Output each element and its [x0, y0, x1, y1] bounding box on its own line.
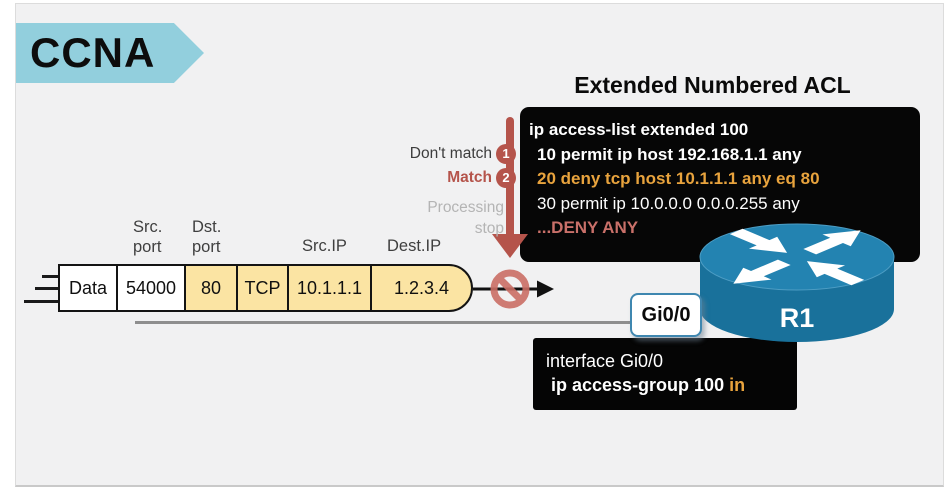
dont-match-label: Don't match — [409, 145, 492, 162]
packet-cell-src-ip: 10.1.1.1 — [287, 264, 372, 312]
acl-line-3: 20 deny tcp host 10.1.1.1 any eq 80 — [537, 169, 820, 188]
packet-tail-line — [24, 300, 60, 303]
packet-cell-data: Data — [58, 264, 118, 312]
packet-cell-dest-ip: 1.2.3.4 — [370, 264, 473, 312]
interface-config-box: interface Gi0/0 ip access-group 100 in — [533, 338, 797, 410]
packet-diagram: Data 54000 80 TCP 10.1.1.1 1.2.3.4 — [58, 264, 473, 312]
router-name-label: R1 — [780, 303, 815, 333]
network-link-line — [135, 321, 662, 324]
packet-cell-src-port: 54000 — [116, 264, 186, 312]
packet-tail-line — [35, 287, 60, 290]
config-line-2: ip access-group 100 in — [546, 373, 797, 397]
acl-line-2: 10 permit ip host 192.168.1.1 any — [537, 144, 802, 164]
packet-cell-dst-port: 80 — [184, 264, 238, 312]
src-ip-label: Src.IP — [302, 237, 347, 255]
src-port-label-bottom: port — [133, 237, 162, 256]
acl-line-1: ip access-list extended 100 — [529, 120, 749, 139]
dest-ip-label: Dest.IP — [387, 237, 442, 255]
dst-port-label-bottom: port — [192, 237, 221, 256]
processing-label: Processing — [427, 199, 504, 216]
config-line-2-keyword: in — [729, 375, 746, 395]
router-arrows — [729, 228, 865, 286]
dst-port-label-top: Dst. — [192, 218, 222, 236]
packet-tail-line — [42, 275, 60, 278]
config-line-1: interface Gi0/0 — [546, 351, 664, 371]
processing-stop-label: stop — [474, 220, 504, 237]
acl-line-5: ...DENY ANY — [537, 218, 639, 237]
ccna-banner: CCNA — [16, 23, 204, 83]
src-port-label: Src. port — [133, 218, 162, 257]
acl-code-box: ip access-list extended 100 10 permit ip… — [520, 107, 920, 262]
router-top — [699, 223, 895, 291]
src-port-label-top: Src. — [133, 218, 163, 236]
ccna-banner-label: CCNA — [30, 29, 156, 76]
acl-title: Extended Numbered ACL — [574, 72, 851, 98]
step-1-badge: 1 — [496, 144, 516, 164]
match-label: Match — [447, 169, 492, 186]
dst-port-label: Dst. port — [192, 218, 221, 257]
acl-line-4: 30 permit ip 10.0.0.0 0.0.0.255 any — [537, 193, 800, 213]
interface-gi00-badge: Gi0/0 — [630, 293, 702, 337]
router-icon: R1 — [699, 223, 895, 342]
config-line-2-text: ip access-group 100 — [546, 375, 730, 395]
step-2-badge: 2 — [496, 168, 516, 188]
packet-cell-protocol: TCP — [236, 264, 289, 312]
